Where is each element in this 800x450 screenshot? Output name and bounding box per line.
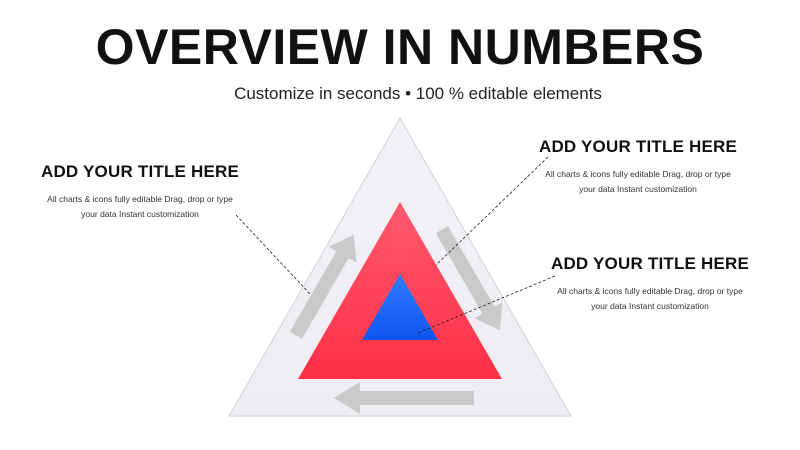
inner-triangle [362, 274, 438, 340]
callout-title: ADD YOUR TITLE HERE [550, 254, 750, 273]
connector-line-2 [435, 156, 549, 266]
page-subtitle: Customize in seconds • 100 % editable el… [234, 84, 602, 103]
callout-title: ADD YOUR TITLE HERE [40, 162, 240, 181]
callout-body: All charts & icons fully editable Drag, … [47, 194, 233, 219]
callout-top-right: ADD YOUR TITLE HERE All charts & icons f… [538, 137, 738, 197]
callout-body: All charts & icons fully editable Drag, … [557, 286, 743, 311]
connector-line-1 [235, 214, 312, 296]
callout-title: ADD YOUR TITLE HERE [538, 137, 738, 156]
arrow-up-icon [289, 234, 357, 339]
callout-body: All charts & icons fully editable Drag, … [545, 169, 731, 194]
callout-bottom-right: ADD YOUR TITLE HERE All charts & icons f… [550, 254, 750, 314]
arrow-down-icon [435, 226, 503, 331]
page-title: OVERVIEW IN NUMBERS [95, 19, 705, 75]
arrow-left-icon [334, 382, 474, 414]
callout-left: ADD YOUR TITLE HERE All charts & icons f… [40, 162, 240, 222]
